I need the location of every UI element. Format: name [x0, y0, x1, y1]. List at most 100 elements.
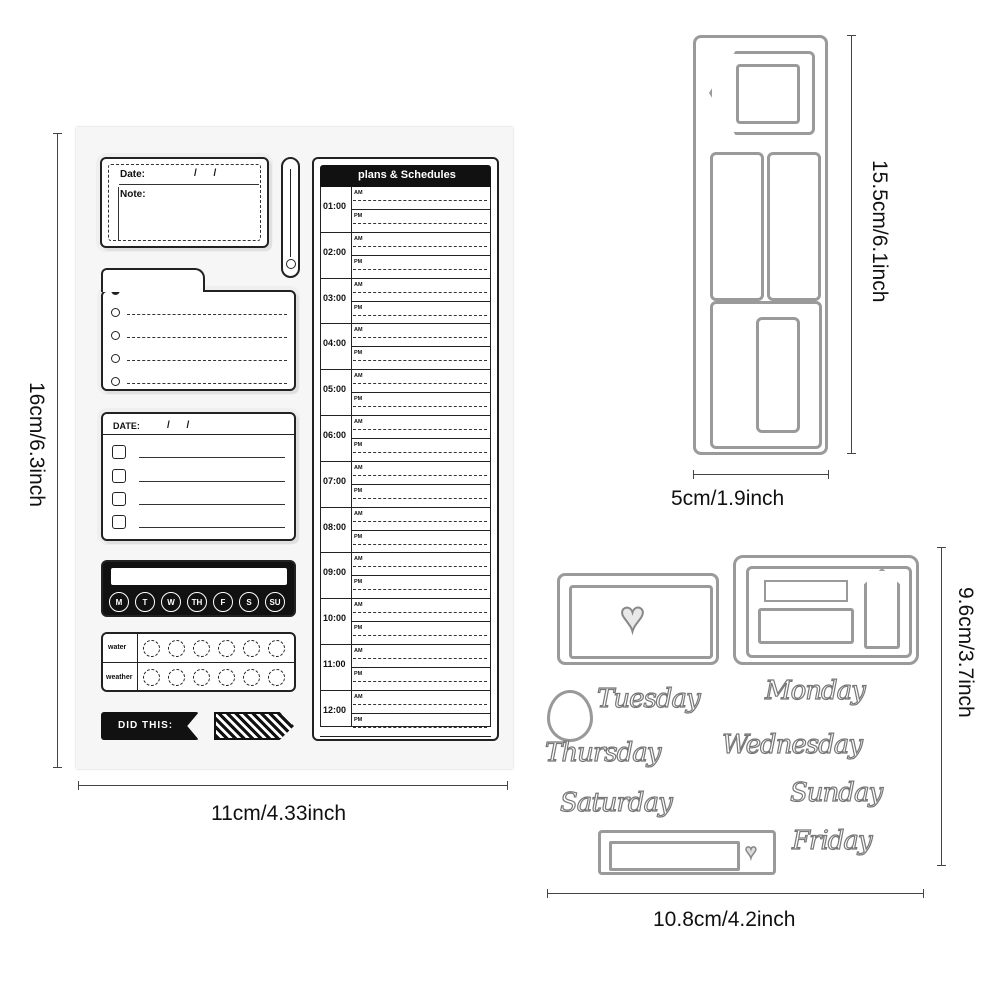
hour-label: 03:00: [323, 292, 347, 303]
die2-height-label: 9.6cm/3.7inch: [954, 587, 977, 718]
note-label: Note:: [120, 189, 146, 200]
water-label: water: [108, 644, 127, 651]
stamp-height-line: [57, 133, 58, 767]
schedule-hour-row: 10:00 AM PM: [320, 599, 491, 645]
cup-icon: [268, 640, 285, 657]
cup-icon: [218, 640, 235, 657]
am-label: AM: [354, 281, 363, 288]
sun-icon: [143, 669, 160, 686]
day-sunday-icon: SU: [265, 592, 285, 612]
am-label: AM: [354, 510, 363, 517]
stamp-width-label: 11cm/4.33inch: [211, 802, 347, 825]
pm-label: PM: [354, 442, 363, 448]
schedule-hour-row: 06:00 AM PM: [320, 416, 491, 462]
cup-icon: [143, 640, 160, 657]
am-label: AM: [354, 190, 363, 196]
cloud-icon: [168, 669, 185, 686]
am-label: AM: [354, 648, 363, 654]
pm-label: PM: [354, 304, 363, 311]
stamp-width-line: [78, 785, 508, 786]
folder-die: [733, 555, 919, 665]
water-weather-tracker-stamp: water weather: [101, 632, 296, 692]
am-label: AM: [354, 556, 363, 563]
date-note-stamp: Date: / / Note:: [100, 157, 269, 248]
die1-height-label: 15.5cm/6.1inch: [868, 160, 891, 303]
hour-label: 10:00: [323, 613, 347, 624]
schedule-hour-row: 04:00 AM PM: [320, 324, 491, 371]
pm-label: PM: [354, 579, 363, 586]
schedule-hour-row: 01:00 AM PM: [320, 187, 491, 233]
schedule-hour-row: 08:00 AM PM: [320, 508, 491, 554]
schedule-hour-row: 09:00 AM PM: [320, 553, 491, 600]
die1-width-label: 5cm/1.9inch: [671, 487, 785, 510]
hour-label: 08:00: [323, 521, 347, 532]
hour-label: 07:00: [323, 475, 347, 486]
did-this-label: DID THIS:: [118, 720, 174, 731]
am-label: AM: [354, 419, 363, 425]
day-tuesday-icon: T: [135, 592, 155, 612]
day-wednesday-icon: W: [161, 592, 181, 612]
word-wednesday: Wednesday: [721, 729, 863, 760]
partly-cloudy-icon: [193, 669, 210, 686]
word-friday: Friday: [791, 825, 873, 856]
schedule-hour-row: 07:00 AM PM: [320, 462, 491, 508]
pm-label: PM: [354, 487, 363, 494]
weekdays-stamp: M T W TH F S SU: [101, 560, 296, 617]
date-checklist-stamp: DATE: / /: [101, 412, 296, 541]
am-label: AM: [354, 464, 363, 471]
word-tuesday: Tuesday: [596, 683, 701, 714]
stamp-height-label: 16cm/6.3inch: [25, 382, 48, 507]
hour-label: 04:00: [323, 338, 347, 349]
heart-tag-die: ♥: [557, 573, 719, 665]
snow-icon: [243, 669, 260, 686]
striped-arrow-stamp: [214, 712, 294, 740]
pm-label: PM: [354, 533, 363, 540]
word-thursday: Thursday: [544, 737, 662, 768]
thermometer-stamp: [281, 157, 300, 278]
hour-label: 09:00: [323, 567, 347, 578]
label-strip-die: ♥: [598, 830, 776, 875]
am-label: AM: [354, 693, 363, 700]
hour-label: 06:00: [323, 430, 347, 440]
heart-icon: ♥: [744, 840, 757, 864]
did-this-banner-stamp: DID THIS:: [101, 712, 199, 740]
am-label: AM: [354, 602, 363, 609]
schedule-title: plans & Schedules: [358, 169, 456, 181]
word-saturday: Saturday: [559, 787, 673, 818]
day-friday-icon: F: [213, 592, 233, 612]
pm-label: PM: [354, 625, 363, 632]
date-caps-slashes: / /: [167, 420, 190, 431]
rain-icon: [218, 669, 235, 686]
hour-label: 02:00: [323, 246, 347, 257]
pm-label: PM: [354, 350, 363, 357]
hour-label: 12:00: [323, 704, 347, 715]
date-slashes: / /: [194, 168, 217, 179]
pm-label: PM: [354, 716, 363, 723]
tall-cutting-die: [693, 35, 828, 455]
weather-label: weather: [106, 674, 133, 681]
am-label: AM: [354, 327, 363, 334]
word-monday: Monday: [764, 675, 866, 706]
cup-icon: [193, 640, 210, 657]
day-thursday-icon: TH: [187, 592, 207, 612]
hour-label: 11:00: [323, 659, 346, 669]
circle-checklist-stamp: [101, 286, 296, 391]
date-label: Date:: [120, 169, 146, 180]
folder-tab: [101, 268, 205, 292]
cup-icon: [243, 640, 260, 657]
heart-icon: ♥: [619, 593, 646, 640]
am-label: AM: [354, 373, 363, 380]
word-sunday: Sunday: [789, 777, 883, 808]
date-caps-label: DATE:: [113, 421, 140, 431]
hour-label: 05:00: [323, 384, 347, 395]
hour-label: 01:00: [323, 201, 347, 211]
die2-width-label: 10.8cm/4.2inch: [653, 908, 796, 931]
day-monday-icon: M: [109, 592, 129, 612]
schedule-hour-row: 03:00 AM PM: [320, 279, 491, 325]
balloon-tag-die: [547, 690, 593, 742]
pm-label: PM: [354, 213, 363, 219]
